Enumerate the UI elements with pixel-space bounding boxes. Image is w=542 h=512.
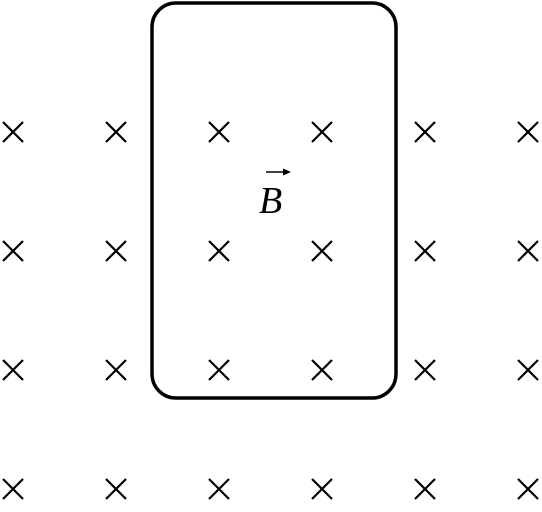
field-into-page-cross-icon: [414, 240, 436, 262]
field-into-page-cross-icon: [517, 121, 539, 143]
field-into-page-cross-icon: [414, 359, 436, 381]
field-label-text: B: [259, 180, 282, 222]
field-into-page-cross-icon: [311, 240, 333, 262]
field-into-page-cross-icon: [517, 240, 539, 262]
field-into-page-cross-icon: [2, 359, 24, 381]
field-label: B: [259, 168, 291, 222]
field-into-page-cross-icon: [105, 121, 127, 143]
vector-arrow-icon: [266, 168, 291, 176]
field-into-page-cross-icon: [311, 478, 333, 500]
field-into-page-cross-icon: [105, 240, 127, 262]
field-into-page-cross-icon: [311, 121, 333, 143]
field-into-page-cross-icon: [208, 359, 230, 381]
field-into-page-cross-icon: [105, 359, 127, 381]
magnetic-field-grid: [2, 121, 539, 500]
field-into-page-cross-icon: [517, 478, 539, 500]
field-into-page-cross-icon: [208, 121, 230, 143]
field-into-page-cross-icon: [208, 240, 230, 262]
conducting-loop: [150, 1, 398, 400]
field-into-page-cross-icon: [2, 478, 24, 500]
field-into-page-cross-icon: [414, 478, 436, 500]
field-into-page-cross-icon: [2, 121, 24, 143]
field-into-page-cross-icon: [105, 478, 127, 500]
field-into-page-cross-icon: [414, 121, 436, 143]
field-into-page-cross-icon: [311, 359, 333, 381]
field-into-page-cross-icon: [208, 478, 230, 500]
field-into-page-cross-icon: [2, 240, 24, 262]
field-into-page-cross-icon: [517, 359, 539, 381]
